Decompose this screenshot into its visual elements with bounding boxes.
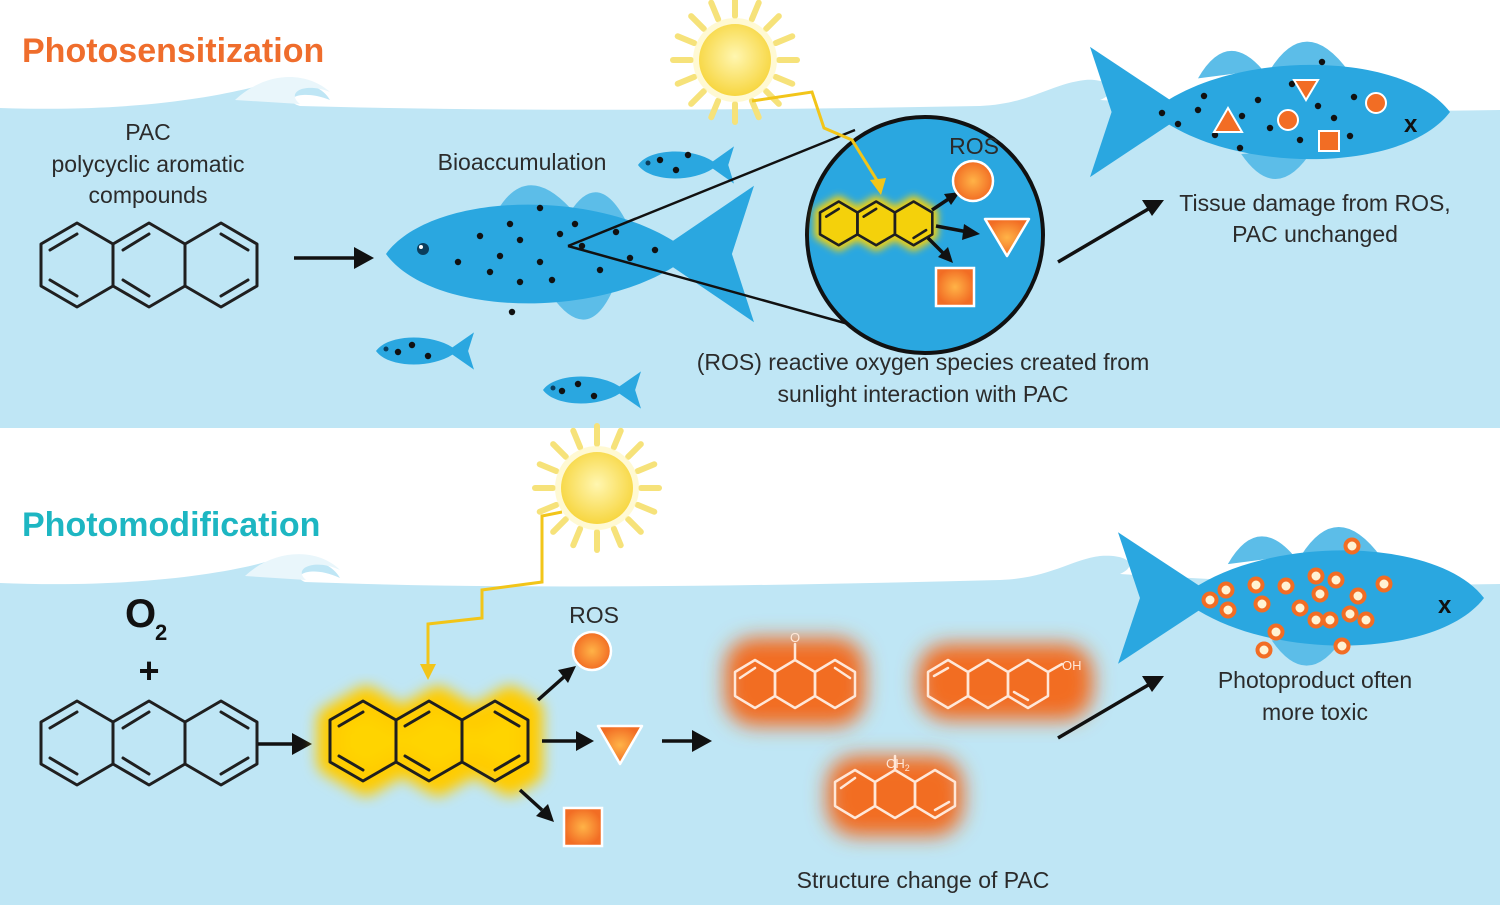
photomodification-title: Photomodification — [22, 506, 320, 544]
ros-caption-line1: (ROS) reactive oxygen species created fr… — [697, 349, 1150, 375]
toxic-label-line1: Photoproduct often — [1218, 667, 1412, 693]
photomodification-panel: Photomodification O 2 + — [0, 423, 1500, 905]
zoom-lines — [567, 128, 871, 332]
methylene-label: CH2 — [886, 756, 910, 773]
ros-triangle-icon — [983, 217, 1031, 258]
photosensitization-title: Photosensitization — [22, 32, 324, 70]
small-fish-icon — [638, 146, 734, 184]
arrow-to-products — [662, 730, 712, 752]
anthracene-molecule-bottom — [39, 699, 259, 787]
plus-sign: + — [138, 650, 159, 691]
ros-label-bottom: ROS — [569, 602, 619, 628]
arrow-pac-to-excited — [258, 733, 312, 755]
ros-label: ROS — [949, 133, 999, 159]
anthracene-molecule-top — [39, 221, 259, 309]
toxic-fish-icon: x — [1118, 526, 1484, 666]
oxygen-atom-label: O — [790, 630, 800, 645]
arrow-to-damaged-fish — [1057, 200, 1164, 264]
sunlight-ray-top — [751, 90, 886, 195]
sun-icon — [532, 423, 662, 553]
glowing-pac-molecule — [814, 195, 939, 251]
photosensitization-panel: Photosensitization PAC polycyclic aromat… — [0, 0, 1500, 428]
ros-circle-icon — [571, 630, 613, 672]
panel-divider — [0, 428, 1500, 442]
ros-triangle-icon — [596, 724, 644, 766]
ros-caption-line2: sunlight interaction with PAC — [777, 381, 1068, 407]
arrow-pac-to-fish — [294, 247, 374, 269]
arrow-to-toxic-fish — [1057, 676, 1164, 740]
sunlight-ray-bottom — [420, 510, 563, 680]
ros-zoom-circle: ROS — [805, 115, 1045, 355]
top-water-band — [0, 79, 1500, 428]
ros-arrows-bottom — [518, 666, 594, 822]
dead-fish-x-mark: x — [1438, 592, 1452, 619]
pac-label-line2: polycyclic aromatic — [52, 151, 245, 177]
photoproduct-hydroxy: OH — [918, 644, 1093, 720]
result-label-line2: PAC unchanged — [1232, 221, 1398, 247]
photoproduct-methylene: CH2 — [827, 754, 963, 836]
small-fish-icon — [376, 332, 474, 370]
structure-change-label: Structure change of PAC — [797, 867, 1050, 893]
small-fish-icon — [543, 371, 641, 409]
photoproduct-anthraquinone: O — [725, 630, 865, 726]
hydroxyl-label: OH — [1062, 658, 1082, 673]
damaged-fish-icon: x — [1090, 41, 1450, 179]
oxygen-symbol: O — [125, 592, 156, 636]
oxygen-subscript: 2 — [155, 620, 167, 645]
ros-square-icon — [562, 806, 604, 848]
result-label-line1: Tissue damage from ROS, — [1179, 190, 1450, 216]
pac-label-line1: PAC — [125, 119, 171, 145]
toxic-label-line2: more toxic — [1262, 699, 1368, 725]
fish-with-pac-icon — [386, 185, 754, 323]
ros-circle-icon — [951, 159, 995, 203]
oxygen-formula: O 2 + — [125, 592, 167, 691]
bottom-wave-crest — [245, 554, 340, 580]
ros-square-icon — [934, 266, 976, 308]
bioaccumulation-label: Bioaccumulation — [438, 149, 607, 175]
sun-icon — [670, 0, 800, 125]
excited-pac-molecule — [317, 686, 543, 796]
dead-fish-x-mark: x — [1404, 111, 1418, 138]
top-wave-crest — [235, 77, 330, 104]
pac-label-line3: compounds — [89, 182, 208, 208]
